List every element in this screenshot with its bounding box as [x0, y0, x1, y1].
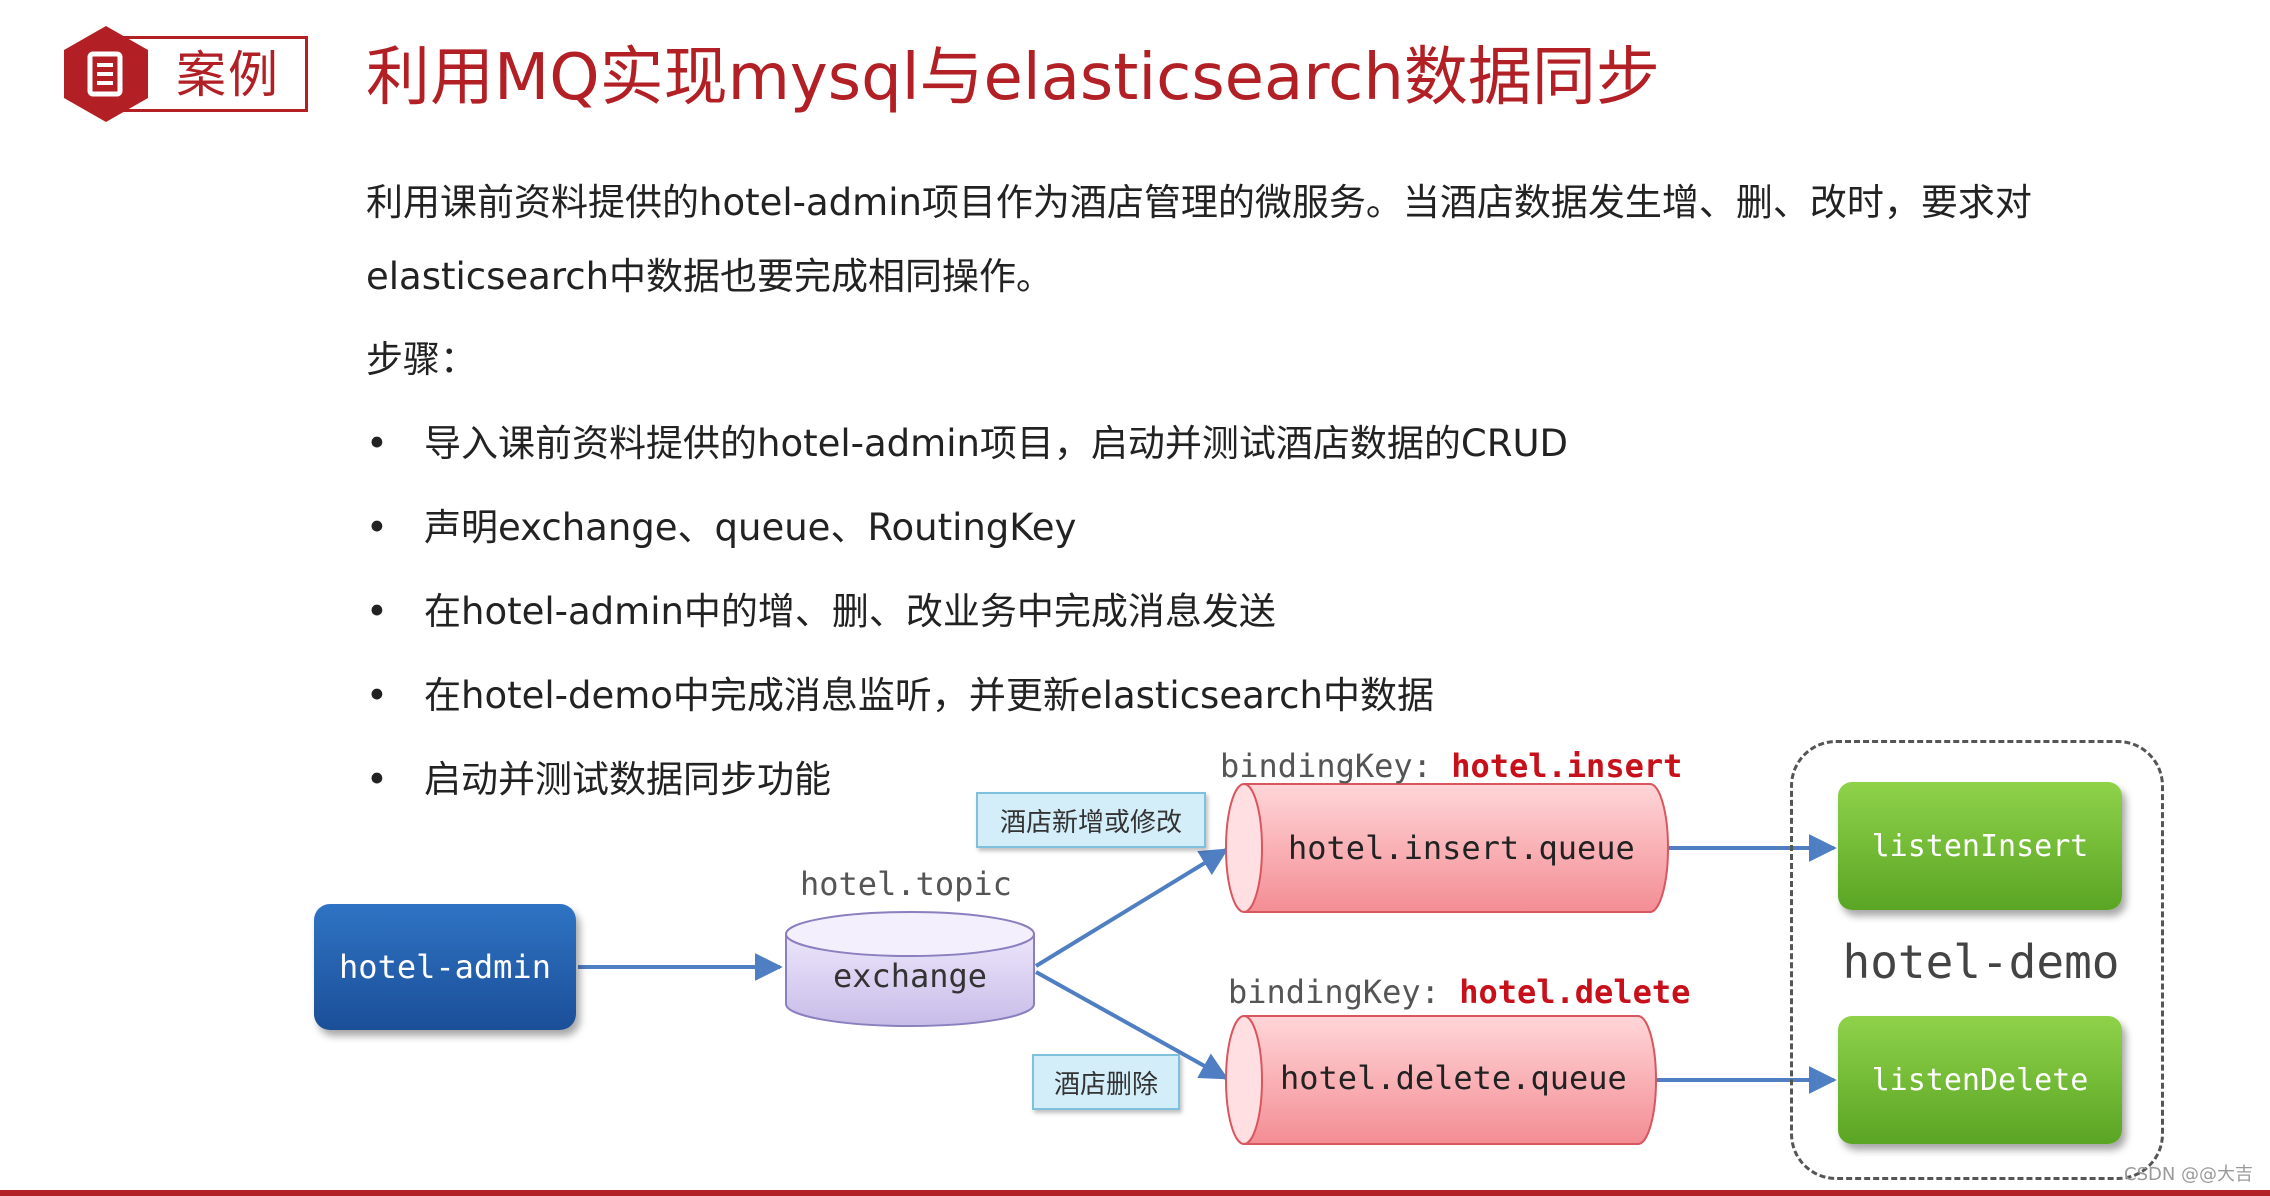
intro-line-1: 利用课前资料提供的hotel-admin项目作为酒店管理的微服务。当酒店数据发生…	[366, 181, 2032, 224]
binding-key-prefix: bindingKey:	[1220, 747, 1432, 785]
intro-line-2: elasticsearch中数据也要完成相同操作。	[366, 255, 1054, 298]
tag-delete: 酒店删除	[1032, 1054, 1180, 1110]
badge-label: 案例	[176, 46, 280, 104]
delete-queue-label: hotel.delete.queue	[1280, 1059, 1627, 1097]
list-item: 声明exchange、queue、RoutingKey	[366, 498, 1568, 582]
exchange-label: exchange	[832, 957, 988, 995]
listen-insert-node: listenInsert	[1838, 782, 2122, 910]
arrow-exchange-to-insert-queue	[1034, 848, 1229, 968]
document-icon	[87, 51, 123, 97]
hotel-demo-label: hotel-demo	[1842, 935, 2120, 989]
exchange-type-label: hotel.topic	[800, 865, 1012, 903]
listen-delete-node: listenDelete	[1838, 1016, 2122, 1144]
steps-title: 步骤：	[366, 338, 477, 381]
intro-paragraph: 利用课前资料提供的hotel-admin项目作为酒店管理的微服务。当酒店数据发生…	[366, 166, 2196, 314]
bottom-accent-bar	[0, 1190, 2270, 1196]
badge-hexagon	[64, 26, 148, 122]
delete-queue-cylinder	[1225, 1015, 1657, 1145]
exchange-cylinder	[785, 911, 1035, 1027]
list-item: 导入课前资料提供的hotel-admin项目，启动并测试酒店数据的CRUD	[366, 414, 1568, 498]
page-title: 利用MQ实现mysql与elasticsearch数据同步	[366, 41, 1660, 115]
insert-queue-label: hotel.insert.queue	[1288, 829, 1635, 867]
tag-insert-or-update: 酒店新增或修改	[976, 792, 1206, 848]
steps-list: 导入课前资料提供的hotel-admin项目，启动并测试酒店数据的CRUD 声明…	[366, 414, 1568, 834]
list-item: 在hotel-demo中完成消息监听，并更新elasticsearch中数据	[366, 666, 1568, 750]
binding-key-prefix: bindingKey:	[1228, 973, 1440, 1011]
binding-key-insert: bindingKey: hotel.insert	[1220, 746, 1682, 786]
binding-key-value: hotel.insert	[1451, 747, 1683, 785]
list-item: 在hotel-admin中的增、删、改业务中完成消息发送	[366, 582, 1568, 666]
insert-queue-cylinder	[1225, 783, 1669, 913]
watermark: CSDN @@大吉	[2124, 1164, 2254, 1185]
hotel-demo-group	[1790, 740, 2164, 1180]
arrow-exchange-to-delete-queue	[1035, 970, 1229, 1080]
hotel-admin-node: hotel-admin	[314, 904, 576, 1030]
binding-key-value: hotel.delete	[1459, 973, 1691, 1011]
list-item: 启动并测试数据同步功能	[366, 750, 1568, 834]
binding-key-delete: bindingKey: hotel.delete	[1228, 972, 1690, 1012]
